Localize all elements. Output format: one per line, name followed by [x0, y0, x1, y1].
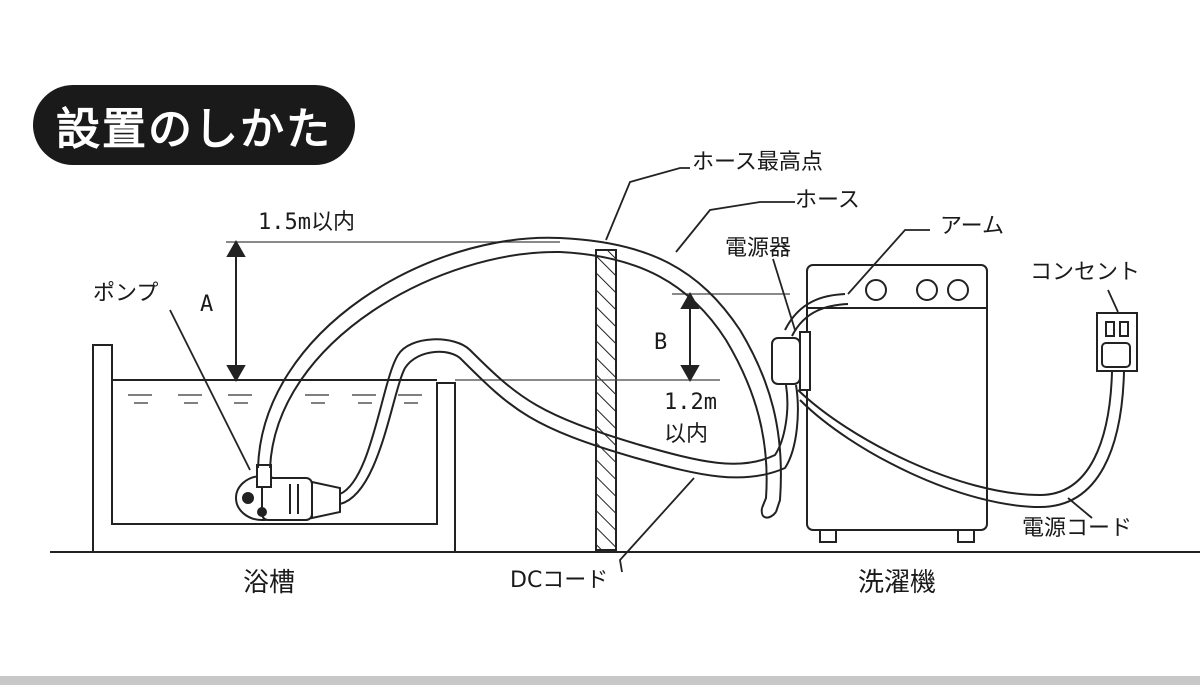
- hose-drawing: [257, 236, 849, 519]
- label-limit-1-2m-value: 1.2m: [664, 390, 717, 415]
- label-pump: ポンプ: [93, 281, 159, 306]
- dimension-arrow-a: [226, 239, 246, 383]
- label-arm: アーム: [940, 214, 1005, 239]
- label-bathtub: 浴槽: [243, 568, 296, 598]
- reference-lines: [226, 241, 790, 381]
- outlet-drawing: [1096, 312, 1138, 372]
- power-unit-drawing: [771, 331, 811, 391]
- label-dimension-a: A: [200, 292, 214, 317]
- dc-cord-drawing: [339, 338, 799, 505]
- label-power-cord: 電源コード: [1022, 516, 1133, 541]
- dimension-arrow-b: [680, 291, 700, 383]
- label-power-unit: 電源器: [725, 236, 792, 261]
- label-limit-1-2m-suffix: 以内: [664, 422, 709, 447]
- water-ripples: [128, 394, 422, 404]
- label-outlet: コンセント: [1030, 260, 1141, 285]
- power-cord-drawing: [797, 371, 1125, 509]
- label-hose: ホース: [795, 188, 860, 213]
- washing-machine-drawing: [806, 264, 988, 543]
- title-badge: 設置のしかた: [33, 85, 355, 165]
- label-limit-1-5m: 1.5m以内: [258, 210, 355, 235]
- leader-lines: [169, 167, 1119, 573]
- label-hose-top-point: ホース最高点: [692, 150, 823, 175]
- label-dc-cord: DCコード: [510, 568, 609, 593]
- bathtub-drawing: [92, 344, 456, 552]
- page-title: 設置のしかた: [56, 104, 332, 155]
- bottom-divider: [0, 676, 1200, 685]
- label-dimension-b: B: [654, 330, 668, 355]
- pump-drawing: [235, 464, 341, 521]
- wall-partition: [595, 249, 617, 551]
- label-washing-machine: 洗濯機: [858, 568, 937, 598]
